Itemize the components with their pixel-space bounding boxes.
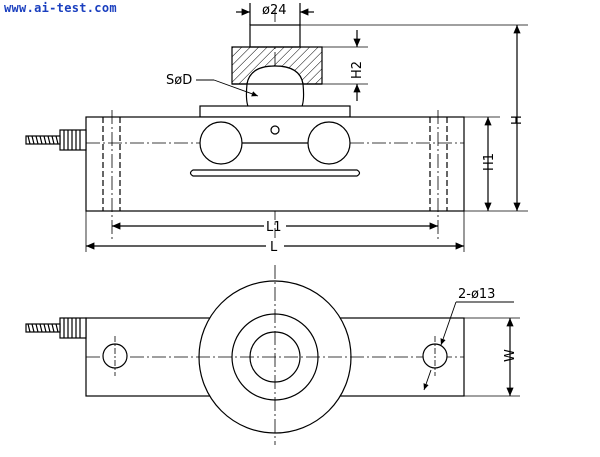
label-h: H: [510, 115, 525, 125]
top-adapter: [249, 24, 301, 48]
right-pin: [307, 121, 351, 165]
left-pin: [199, 121, 243, 165]
slot: [189, 169, 361, 177]
seat-plate: [199, 105, 351, 118]
label-w: W: [503, 349, 518, 362]
sphere: [245, 65, 305, 111]
top-view: [25, 265, 520, 445]
label-sphere: SøD: [166, 73, 192, 88]
front-view: [25, 3, 528, 252]
label-holes: 2-ø13: [458, 287, 495, 302]
label-h2: H2: [350, 61, 365, 79]
label-l1: L1: [266, 220, 282, 235]
label-h1: H1: [482, 153, 497, 171]
cable-connector-top: [25, 317, 87, 339]
label-dia24: ø24: [262, 3, 287, 18]
watermark-text: www.ai-test.com: [4, 1, 117, 15]
cable-connector-front: [25, 129, 87, 151]
label-l: L: [270, 240, 278, 255]
center-hole: [270, 125, 280, 135]
